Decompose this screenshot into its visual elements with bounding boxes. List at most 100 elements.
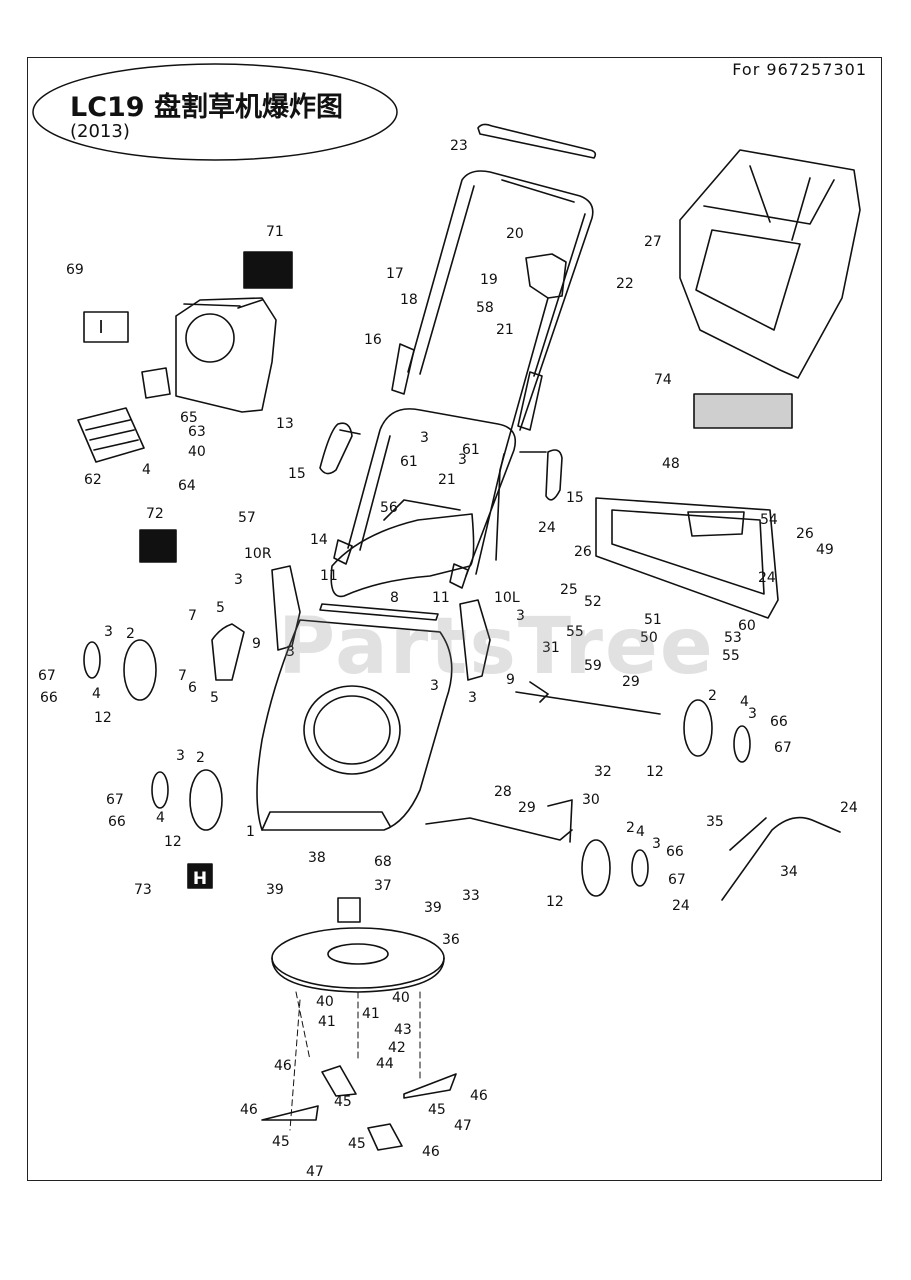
part-callout-7b: 7 [178, 668, 187, 684]
decal-71 [243, 251, 293, 289]
part-callout-73: 73 [134, 882, 152, 898]
part-callout-4c: 4 [740, 694, 749, 710]
part-callout-3i: 3 [516, 608, 525, 624]
part-callout-57: 57 [238, 510, 256, 526]
part-callout-9a: 9 [252, 636, 261, 652]
rear-handle-34 [721, 816, 841, 901]
part-callout-15a: 15 [288, 466, 306, 482]
hubcap-66-a [83, 641, 101, 679]
part-callout-51: 51 [644, 612, 662, 628]
diagram-title: LC19 盘割草机爆炸图 [70, 92, 343, 123]
part-callout-21b: 21 [438, 472, 456, 488]
part-callout-72: 72 [146, 506, 164, 522]
hubcap-66-d [631, 849, 649, 887]
engine-13 [175, 297, 277, 413]
part-callout-2d: 2 [626, 820, 635, 836]
part-callout-24a: 24 [538, 520, 556, 536]
part-callout-24d: 24 [672, 898, 690, 914]
part-callout-3k: 3 [430, 678, 439, 694]
part-callout-46a: 46 [274, 1058, 292, 1074]
part-callout-29b: 29 [518, 800, 536, 816]
box-69-letter: I [98, 317, 103, 338]
part-callout-4d: 4 [636, 824, 645, 840]
part-callout-2c: 2 [708, 688, 717, 704]
part-callout-13: 13 [276, 416, 294, 432]
hubcap-66-c [733, 725, 751, 763]
drawing-frame [27, 57, 882, 1181]
blade-46-c [261, 1105, 319, 1121]
adapter-37 [337, 897, 361, 923]
part-callout-52: 52 [584, 594, 602, 610]
wheel-lower-right [581, 839, 611, 897]
part-callout-40a: 40 [188, 444, 206, 460]
part-callout-40c: 40 [392, 990, 410, 1006]
part-callout-3c: 3 [748, 706, 757, 722]
cable-21 [495, 297, 549, 561]
part-callout-12c: 12 [646, 764, 664, 780]
part-callout-61a: 61 [400, 454, 418, 470]
part-callout-20: 20 [506, 226, 524, 242]
part-callout-9b: 9 [506, 672, 515, 688]
part-callout-39a: 39 [266, 882, 284, 898]
part-callout-22: 22 [616, 276, 634, 292]
part-callout-15b: 15 [566, 490, 584, 506]
part-callout-18: 18 [400, 292, 418, 308]
wheel-upper-left [123, 639, 157, 701]
part-callout-66b: 66 [108, 814, 126, 830]
part-callout-4e: 4 [142, 462, 151, 478]
control-box-20 [525, 253, 567, 299]
part-callout-58: 58 [476, 300, 494, 316]
part-callout-16: 16 [364, 332, 382, 348]
wheel-lower-left [189, 769, 223, 831]
part-callout-56: 56 [380, 500, 398, 516]
part-callout-33: 33 [462, 888, 480, 904]
part-callout-6: 6 [188, 680, 197, 696]
spring-35 [729, 817, 767, 851]
part-callout-45b: 45 [428, 1102, 446, 1118]
part-callout-4b: 4 [156, 810, 165, 826]
label-box-69 [83, 311, 129, 343]
part-callout-66a: 66 [40, 690, 58, 706]
part-callout-3a: 3 [104, 624, 113, 640]
part-callout-42: 42 [388, 1040, 406, 1056]
part-callout-5b: 5 [210, 690, 219, 706]
part-callout-25: 25 [560, 582, 578, 598]
label-box-73 [187, 863, 213, 889]
part-callout-67a: 67 [38, 668, 56, 684]
part-callout-26a: 26 [574, 544, 592, 560]
part-callout-12a: 12 [94, 710, 112, 726]
axle-31 [515, 681, 661, 715]
height-adjuster-6 [211, 623, 245, 681]
part-callout-63: 63 [188, 424, 206, 440]
upper-handle-grips [391, 343, 543, 431]
upper-handle-16 [407, 170, 594, 431]
part-callout-19: 19 [480, 272, 498, 288]
part-callout-11a: 11 [320, 568, 338, 584]
engine-flywheel [185, 313, 235, 363]
part-callout-69: 69 [66, 262, 84, 278]
part-callout-14: 14 [310, 532, 328, 548]
part-callout-39b: 39 [424, 900, 442, 916]
grass-bag-27 [679, 149, 861, 379]
bracket-54 [687, 511, 745, 537]
knob-15-left [319, 422, 361, 475]
part-callout-10R: 10R [244, 546, 272, 562]
part-callout-55a: 55 [566, 624, 584, 640]
part-callout-40b: 40 [316, 994, 334, 1010]
part-callout-3f: 3 [286, 644, 295, 660]
part-callout-3e: 3 [234, 572, 243, 588]
blade-disc-36 [271, 927, 445, 989]
part-callout-66c: 66 [770, 714, 788, 730]
part-callout-2a: 2 [126, 626, 135, 642]
handle-grip-23 [477, 123, 597, 159]
part-callout-24c: 24 [840, 800, 858, 816]
part-callout-71: 71 [266, 224, 284, 240]
part-callout-36: 36 [442, 932, 460, 948]
blade-46-b [403, 1073, 457, 1099]
part-callout-45d: 45 [348, 1136, 366, 1152]
lower-handle-14 [347, 408, 517, 577]
part-callout-3h: 3 [458, 452, 467, 468]
part-callout-67c: 67 [774, 740, 792, 756]
part-callout-60: 60 [738, 618, 756, 634]
